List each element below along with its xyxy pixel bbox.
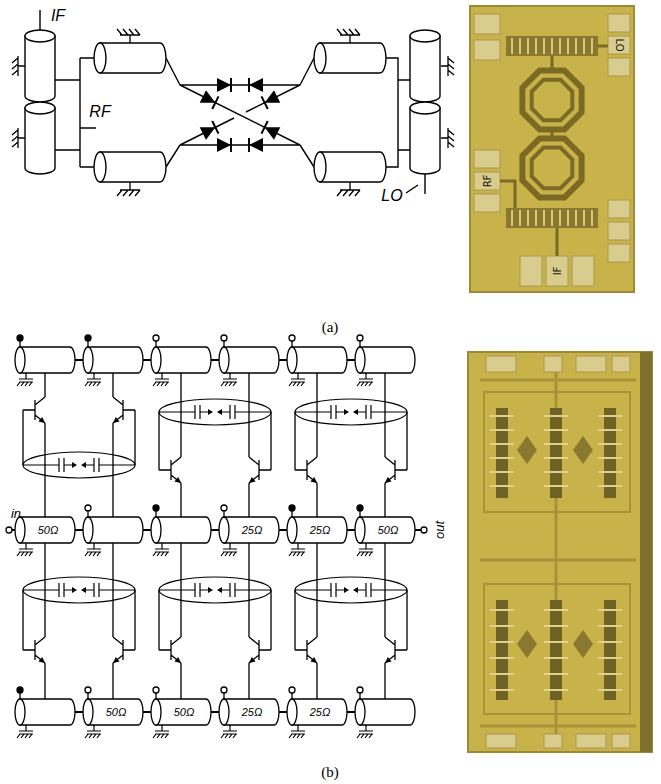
- transmission-line: [314, 43, 386, 73]
- diode-symbol: [262, 90, 281, 109]
- chip-photo: [470, 6, 634, 292]
- chip-pad-label: RF: [482, 175, 493, 188]
- port-label: RF: [89, 103, 110, 121]
- chip-pad-label: IF: [552, 267, 563, 276]
- transmission-line: [410, 30, 440, 102]
- comb-fingers: [490, 416, 622, 690]
- chip-pad-label: LO: [614, 38, 625, 51]
- capacitor-cells: [517, 436, 593, 658]
- ground-symbol: [337, 29, 360, 43]
- ground-symbol: [117, 29, 140, 43]
- wire: [20, 341, 407, 699]
- diode-symbol: [200, 121, 219, 140]
- diode-symbol: [217, 78, 231, 92]
- ground-symbol: [117, 182, 140, 196]
- bond-pads: [474, 14, 630, 286]
- diode-symbol: [262, 121, 281, 140]
- impedance-label: 25Ω: [242, 706, 263, 718]
- coupler-fingers: [512, 210, 592, 226]
- impedance-label: 50Ω: [38, 524, 59, 536]
- port-label: IF: [51, 7, 65, 25]
- transmission-line: [25, 102, 55, 174]
- ground-symbol: [337, 182, 360, 196]
- transmission-lines: [15, 347, 415, 725]
- mixer-schematic: [12, 10, 454, 196]
- ground-symbol: [441, 56, 454, 76]
- coupler-structure: [506, 36, 598, 56]
- diode-symbol: [217, 138, 231, 152]
- port-label: out: [433, 521, 447, 539]
- diode-symbol: [249, 78, 263, 92]
- neutralization-capacitors: [23, 399, 407, 603]
- die-edge: [640, 352, 652, 752]
- chip-trace: [484, 584, 630, 714]
- wire: [12, 360, 421, 712]
- chip-trace: [500, 46, 608, 256]
- bypass-grounds: [17, 373, 373, 738]
- chip-die: [470, 6, 634, 292]
- coupler-fingers: [512, 38, 592, 54]
- transmission-line: [94, 152, 166, 182]
- chip-trace: [484, 392, 630, 512]
- wire: [40, 10, 425, 194]
- port-label: LO: [381, 187, 402, 205]
- port-label: in: [11, 507, 21, 521]
- amplifier-schematic: [6, 335, 427, 738]
- chip-trace: [480, 372, 636, 734]
- impedance-label: 50Ω: [174, 706, 195, 718]
- ground-symbol: [12, 128, 25, 148]
- transistor-symbols: [23, 397, 407, 663]
- impedance-label: 25Ω: [310, 706, 331, 718]
- figure-caption: (b): [321, 764, 339, 781]
- ground-symbol: [441, 128, 454, 148]
- pin-terminals: [6, 335, 427, 693]
- ground-symbol: [12, 56, 25, 76]
- transmission-line: [25, 30, 55, 102]
- coupler-structure: [506, 208, 598, 228]
- figure-caption: (a): [322, 319, 339, 336]
- impedance-label: 25Ω: [310, 524, 331, 536]
- diode-symbol: [249, 138, 263, 152]
- transmission-line: [314, 152, 386, 182]
- transmission-line: [94, 43, 166, 73]
- diode-symbol: [200, 90, 219, 109]
- chip-photo: [468, 352, 652, 752]
- impedance-label: 25Ω: [242, 524, 263, 536]
- chip-die: [468, 352, 652, 752]
- bond-pads: [486, 356, 630, 748]
- impedance-label: 50Ω: [378, 524, 399, 536]
- transistor-array: [496, 408, 616, 700]
- transmission-line: [410, 102, 440, 174]
- impedance-label: 50Ω: [106, 706, 127, 718]
- spiral-inductor: [522, 70, 581, 197]
